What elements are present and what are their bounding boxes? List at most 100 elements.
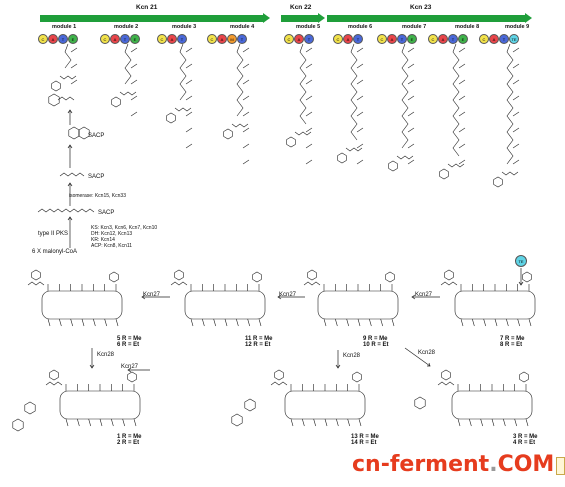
cmpd-7-bottom-arm-3 xyxy=(494,318,498,327)
module-9-domain-t: T xyxy=(499,34,509,44)
module-5-side-1 xyxy=(305,63,313,69)
module-8-domain-a: A xyxy=(438,34,448,44)
cmpd-11-bottom-arm-4 xyxy=(236,318,239,327)
module-9-domain-te: TE xyxy=(509,34,519,44)
module-5-side-4 xyxy=(305,111,313,117)
module-4-label: module 4 xyxy=(230,24,255,30)
module-6-side-1 xyxy=(356,63,364,69)
module-2-domain-e: E xyxy=(130,34,140,44)
cmpd-3-bottom-arm-2 xyxy=(480,418,483,427)
kcn28-label-a: Kcn28 xyxy=(97,352,115,358)
cmpd-3-phenyl-ring xyxy=(519,371,529,383)
cmpd-1-bottom-arm-4 xyxy=(111,418,114,427)
kcn21-label: Kcn 21 xyxy=(136,4,158,11)
module-8-side-2 xyxy=(458,79,466,85)
start-propenyl-chain xyxy=(57,96,75,101)
pks-arrowhead-3 xyxy=(67,182,73,187)
module-3-side-2 xyxy=(185,79,193,85)
module-1-chain xyxy=(64,43,72,69)
cmpd-9-bottom-arm-0 xyxy=(323,318,327,327)
cmpd-5-bottom-arm-6 xyxy=(115,318,119,327)
cmpd-13-bottom-arm-2 xyxy=(313,418,316,427)
cmpd-5-aryl-ring xyxy=(31,269,41,281)
compound-6-label: 6 R = Et xyxy=(117,342,140,348)
module-6-domain-t: T xyxy=(353,34,363,44)
kr-label: KR: Kcn14 xyxy=(91,237,115,243)
polyene-chain-1 xyxy=(59,172,85,177)
type2-pks-label: type II PKS xyxy=(38,231,69,237)
compound-4-label: 4 R = Et xyxy=(513,440,536,446)
cmpd-11-bottom-arm-6 xyxy=(258,318,262,327)
sugar-ring-1 xyxy=(24,401,36,415)
sacp-label-1: SACP xyxy=(88,133,105,139)
kcn22-band xyxy=(281,13,325,23)
module-4-side-7 xyxy=(242,159,250,165)
compound-2-label: 2 R = Et xyxy=(117,440,140,446)
module-7-side-1 xyxy=(407,63,415,69)
compound-5-label: 5 R = Me xyxy=(117,336,142,342)
watermark-dot: . xyxy=(489,452,498,477)
module-5-ring xyxy=(286,136,296,148)
cmpd-9-aryl-ring xyxy=(307,269,317,281)
module-3-ring xyxy=(166,112,176,124)
watermark-logo-icon xyxy=(556,457,565,475)
module-2-ring xyxy=(111,96,121,108)
module-6-tail xyxy=(345,147,363,152)
cmpd-9-bottom-arm-1 xyxy=(335,318,338,327)
module-8-label: module 8 xyxy=(455,24,480,30)
module-5-domain-t: T xyxy=(304,34,314,44)
module-1-label: module 1 xyxy=(52,24,77,30)
module-1-side-0 xyxy=(70,47,78,53)
module-8-domain-t: T xyxy=(448,34,458,44)
cmpd-5-bottom-arm-1 xyxy=(59,318,62,327)
cmpd-13-bottom-arm-4 xyxy=(336,418,339,427)
module-9-side-2 xyxy=(512,79,520,85)
cmpd-11-bottom-arm-1 xyxy=(202,318,205,327)
module-4-tail xyxy=(231,123,249,128)
kcn27-arrowhead-4 xyxy=(127,367,132,373)
cmpd-7-bottom-arm-6 xyxy=(528,318,532,327)
kcn27-label-a: Kcn27 xyxy=(143,292,161,298)
module-8-side-6 xyxy=(458,143,466,149)
module-3-domain-a: A xyxy=(167,34,177,44)
site-watermark: cn-ferment.COM xyxy=(352,452,554,477)
cmpd-11-polyene-tail xyxy=(170,281,188,286)
module-1-domain-t: T xyxy=(58,34,68,44)
cmpd-5-bottom-arm-0 xyxy=(47,318,51,327)
module-7-side-3 xyxy=(407,95,415,101)
module-3-tail xyxy=(174,107,192,112)
module-1-ring xyxy=(51,80,61,92)
cmpd-1-bottom-arm-6 xyxy=(133,418,137,427)
malonyl-coa-label: 6 X malonyl-CoA xyxy=(32,249,78,255)
te-release-arrowhead xyxy=(518,281,524,286)
cmpd-3-bottom-arm-6 xyxy=(525,418,529,427)
naphthol-rings xyxy=(68,126,90,140)
cmpd-7-bottom-arm-2 xyxy=(483,318,486,327)
cmpd-9-bottom-arm-2 xyxy=(346,318,349,327)
module-6-chain xyxy=(350,43,358,141)
cmpd-9-bottom-arm-4 xyxy=(369,318,372,327)
module-2-chain xyxy=(124,43,132,85)
module-6-ring xyxy=(337,152,347,164)
module-8-domain-e: E xyxy=(458,34,468,44)
compound-11-label: 11 R = Me xyxy=(245,336,273,342)
module-2-label: module 2 xyxy=(114,24,139,30)
module-2-tail xyxy=(119,91,137,96)
cmpd-13-phenyl-ring xyxy=(352,371,362,383)
module-4-side-0 xyxy=(242,47,250,53)
compound-9-label: 9 R = Me xyxy=(363,336,388,342)
module-6-side-4 xyxy=(356,111,364,117)
module-8-side-5 xyxy=(458,127,466,133)
module-structures xyxy=(37,43,520,213)
module-9-ring xyxy=(493,176,503,188)
module-1-domain-a: A xyxy=(48,34,58,44)
module-7-side-2 xyxy=(407,79,415,85)
cmpd-5-macrocycle xyxy=(41,290,123,320)
kcn28-label-c: Kcn28 xyxy=(418,350,436,356)
acp-label: ACP: Kcn8, Kcn11 xyxy=(91,243,133,249)
cmpd-3-bottom-arm-4 xyxy=(503,418,506,427)
module-9-side-6 xyxy=(512,143,520,149)
module-3-side-3 xyxy=(185,95,193,101)
module-4-side-1 xyxy=(242,63,250,69)
